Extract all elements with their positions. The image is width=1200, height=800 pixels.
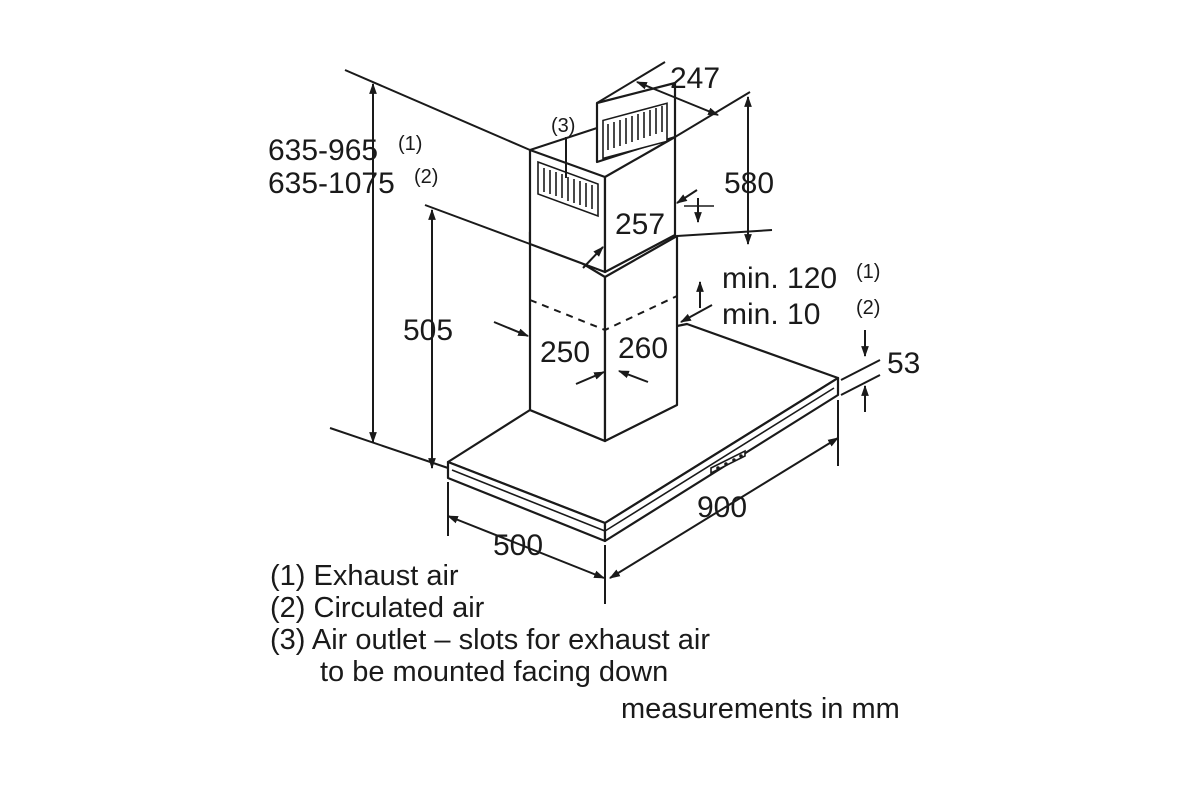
canopy-depth-label: 500 xyxy=(493,529,543,562)
hidden-overlap-edge xyxy=(529,295,678,332)
upper-depth-arrow-left xyxy=(582,246,604,269)
legend: (1) Exhaust air (2) Circulated air (3) A… xyxy=(270,560,710,688)
overlap-exhaust-label: min. 120 xyxy=(722,262,837,295)
extension-line xyxy=(674,91,751,138)
overlap-circulated-label: min. 10 xyxy=(722,298,820,331)
lower-chimney-side-face xyxy=(603,234,679,443)
units-note: measurements in mm xyxy=(621,693,900,725)
extension-line xyxy=(840,359,881,381)
canopy-thickness-label: 53 xyxy=(887,347,920,380)
legend-item-circulated-air: (2) Circulated air xyxy=(270,592,485,624)
extension-line xyxy=(424,204,531,245)
lower-chimney-width-label: 250 xyxy=(540,336,590,369)
extension-line xyxy=(596,61,666,104)
overlap-exhaust-note: (1) xyxy=(856,261,880,283)
overlap-arrow-leader xyxy=(680,304,713,323)
overlap-circulated-note: (2) xyxy=(856,297,880,319)
upper-chimney-height-label: 580 xyxy=(724,167,774,200)
legend-item-air-outlet-continued: to be mounted facing down xyxy=(320,656,668,688)
legend-item-air-outlet: (3) Air outlet – slots for exhaust air xyxy=(270,624,710,656)
total-height-circulated-label: 635-1075 xyxy=(268,167,395,200)
upper-chimney-side-face xyxy=(603,135,677,274)
total-height-exhaust-note: (1) xyxy=(398,133,422,155)
lower-chimney-depth-label: 260 xyxy=(618,332,668,365)
upper-chimney-width-label: 247 xyxy=(670,62,720,95)
canopy-width-label: 900 xyxy=(697,491,747,524)
extension-line xyxy=(676,229,773,237)
total-height-exhaust-label: 635-965 xyxy=(268,134,378,167)
outlet-callout-label: (3) xyxy=(551,115,575,137)
upper-depth-arrow-right xyxy=(676,189,698,204)
upper-width-dimension-line xyxy=(635,81,720,116)
upper-chimney-depth-label: 257 xyxy=(615,208,665,241)
canopy-width-dimension-line xyxy=(609,437,839,579)
extension-line xyxy=(329,427,449,469)
dimension-lines xyxy=(329,61,881,604)
canopy-depth-dimension-line xyxy=(446,515,606,579)
total-height-circulated-note: (2) xyxy=(414,166,438,188)
upper-chimney-back-edge xyxy=(529,127,598,151)
front-air-outlet-slots-icon xyxy=(537,160,599,218)
extension-line xyxy=(840,374,881,396)
lower-height-label: 505 xyxy=(403,314,453,347)
lower-depth-arrow-left xyxy=(575,371,606,385)
lower-depth-arrow-right xyxy=(617,370,649,383)
lower-width-arrow xyxy=(493,321,530,337)
dimension-labels: 635-965 (1) 635-1075 (2) 247 (3) 580 257… xyxy=(268,62,920,562)
legend-item-exhaust-air: (1) Exhaust air xyxy=(270,560,459,592)
